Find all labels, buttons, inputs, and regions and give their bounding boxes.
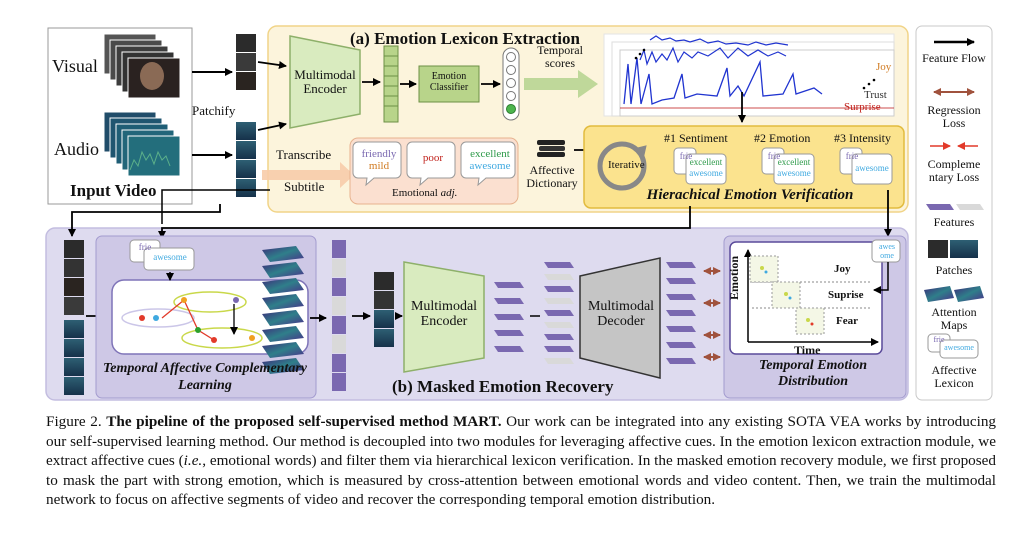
complementary-learning-graph [121, 291, 263, 349]
affective-dictionary-label: Affective Dictionary [526, 163, 578, 190]
patchify-label: Patchify [192, 103, 236, 118]
regression-loss-arrows [703, 267, 721, 361]
iterative-label: Iterative [608, 159, 645, 171]
audio-label: Audio [54, 139, 99, 159]
score-label-trust: Trust [864, 89, 887, 101]
ted-row-surprise: Suprise [828, 289, 864, 301]
emotion-classifier-box [418, 65, 480, 103]
subtitle-label: Subtitle [284, 179, 325, 194]
audio-spectrogram-icon [103, 111, 181, 177]
legend-bubble-awesome: awesome [944, 343, 974, 352]
visual-label: Visual [52, 56, 98, 76]
temporal-score-plots [603, 33, 895, 117]
word-excellent: excellent [470, 148, 510, 160]
legend-bubble-friend: frie [933, 335, 945, 344]
panel-b-title: (b) Masked Emotion Recovery [392, 377, 614, 396]
tacl-bubble-awesome: awesome [153, 252, 187, 262]
verify-step-emotion: #2 Emotion [754, 131, 811, 145]
transcribe-arrow [262, 162, 354, 188]
ted-y-axis-label: Emotion [727, 255, 741, 300]
panel-a-title: (a) Emotion Lexicon Extraction [350, 29, 580, 48]
encoder-bottom-label: Multimodal Encoder [410, 299, 478, 329]
bubble-awesome-1: awesome [689, 168, 723, 178]
masked-feature-column [332, 240, 346, 391]
ted-row-fear: Fear [836, 315, 858, 327]
score-label-joy: Joy [876, 61, 892, 73]
legend-features-symbol [926, 204, 984, 210]
ted-row-joy: Joy [834, 263, 851, 275]
verify-step-sentiment: #1 Sentiment [664, 131, 728, 145]
affective-dictionary-icon [537, 140, 565, 157]
multimodal-encoder-top [289, 35, 361, 129]
temporal-scores-label: Temporal scores [537, 43, 583, 70]
classifier-output-nodes [502, 47, 520, 121]
ted-title: Temporal Emotion Distribution [758, 358, 867, 389]
pipeline-figure: Visual Audio Input Video Patchify (a) Em… [45, 25, 993, 401]
bubble-excellent-2: excellent [777, 157, 811, 167]
visual-frames-icon [103, 33, 181, 99]
tacl-inner [111, 279, 309, 355]
word-mild: mild [368, 160, 390, 172]
pipeline-diagram [45, 25, 993, 401]
legend-complementary-loss: Compleme ntary Loss [927, 157, 981, 184]
patches-column-b2 [374, 272, 394, 347]
encoded-features [494, 282, 524, 352]
multimodal-encoder-bottom [403, 261, 485, 373]
legend-box [915, 25, 993, 401]
word-poor: poor [422, 152, 444, 164]
legend-affective-lexicon-symbol [927, 333, 979, 359]
legend-features: Features [933, 215, 975, 229]
multimodal-decoder [579, 257, 661, 379]
score-label-surprise: Surprise [844, 101, 881, 113]
bubble-awesome-2: awesome [777, 168, 811, 178]
tacl-bubble-friend: frie [138, 242, 152, 252]
verification-bubbles [673, 147, 893, 185]
temporal-scores-arrow [524, 70, 598, 98]
legend-regression-loss: Regression Loss [927, 103, 981, 130]
audio-patches-top [236, 122, 256, 197]
tacl-label: Temporal Affective Complementary Learnin… [102, 361, 307, 393]
encoder-top-label: Multimodal Encoder [294, 67, 356, 96]
input-video-title: Input Video [70, 181, 157, 200]
decoder-label: Multimodal Decoder [587, 299, 655, 329]
bubble-excellent-1: excellent [689, 157, 723, 167]
figure-caption: Figure 2. The pipeline of the proposed s… [46, 413, 997, 508]
legend-attention-maps-symbol [924, 286, 984, 302]
ted-x-axis-label: Time [794, 343, 821, 357]
decoded-features [666, 262, 696, 364]
bubble-friend-3: frie [845, 151, 859, 161]
word-friendly: friendly [361, 148, 397, 160]
verification-title: Hierachical Emotion Verification [646, 187, 854, 203]
word-awesome: awesome [469, 160, 511, 172]
verify-step-intensity: #3 Intensity [834, 131, 891, 145]
patches-column-b [64, 240, 84, 395]
attention-maps-stack [262, 246, 304, 374]
feature-vector-top [383, 45, 399, 123]
hierarchical-verification-box [583, 125, 905, 209]
legend-feature-flow: Feature Flow [922, 51, 986, 65]
classifier-label: Emotion Classifier [429, 71, 469, 93]
ted-bubble-awesome: awes ome [879, 242, 895, 260]
transcribe-label: Transcribe [276, 147, 332, 162]
bubble-friend-2: frie [767, 151, 781, 161]
iterative-cycle-icon [597, 141, 647, 191]
legend-attention-maps: Attention Maps [931, 305, 977, 332]
bubble-awesome-3: awesome [855, 163, 889, 173]
legend-patches: Patches [935, 263, 973, 277]
bubble-friend-1: frie [679, 151, 693, 161]
visual-patches-top [236, 34, 256, 90]
emotional-adj-label: Emotional adj. [392, 187, 458, 199]
legend-affective-lexicon: Affective Lexicon [931, 363, 977, 390]
legend-patches-symbol [928, 240, 978, 258]
masked-features-b [544, 262, 574, 364]
